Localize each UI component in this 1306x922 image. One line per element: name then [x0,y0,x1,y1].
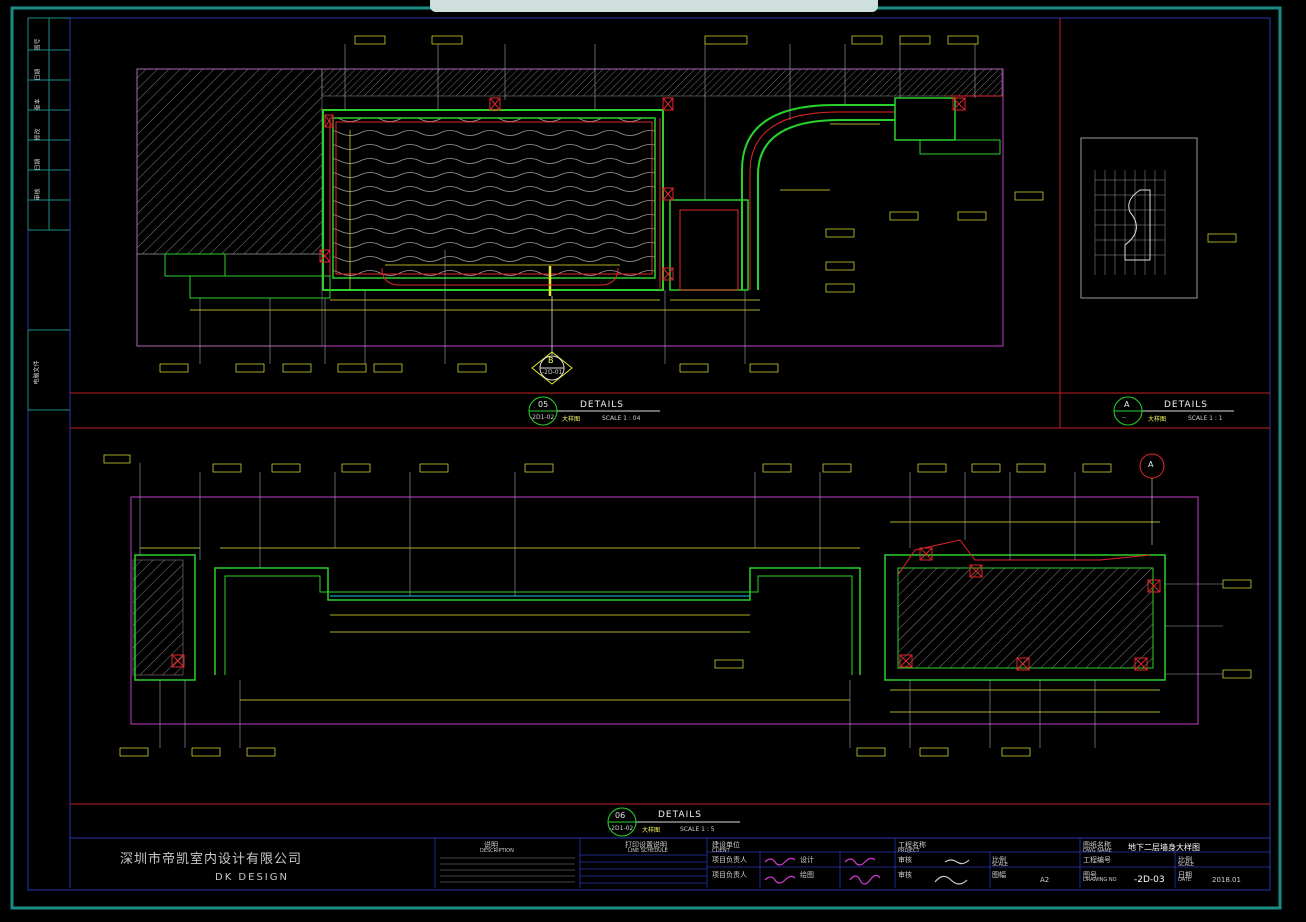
detail-a-number: A [1124,400,1130,409]
detail-a-sheet: -- [1122,414,1127,421]
scale-label-2: 比例 [1178,856,1192,864]
concrete-wall-hatch [136,68,323,255]
print-record-label-en: LINE SCHEDULE [628,848,668,854]
inner-frame [27,17,1271,891]
strip-label-6: 审核 [34,188,42,201]
notes-label: 说明 [484,841,498,849]
sheet-no-label: 图号 [1083,871,1097,879]
date-value: 2018.01 [1212,876,1241,884]
arched-opening [741,104,895,290]
detail-05-sheet: -2D1-02 [530,414,555,421]
drawing-name-label-en: DWG NAME [1083,848,1112,854]
scale-label-2-en: SCALE [1178,862,1195,868]
chief-label-2: 项目负责人 [712,871,747,879]
detail-a-scale: SCALE 1 : 1 [1188,415,1223,422]
section-marker-sheet: -2D-01 [542,369,563,376]
size-label: 图幅 [992,871,1006,879]
section-marker-letter: B [548,356,554,365]
date-label-en: DATE [1178,877,1192,883]
chief-label: 项目负责人 [712,856,747,864]
drawing-name-label: 图纸名称 [1083,841,1111,849]
project-label: 工程名称 [898,841,926,849]
detail-05-number: 05 [538,400,549,409]
sheet-no-label-en: DRAWING NO [1083,877,1117,883]
project-no-label: 工程编号 [1083,856,1111,864]
check-label-2: 审核 [898,871,912,879]
notes-label-en: DESCRIPTION [480,848,514,854]
strip-label-4: 修改 [34,128,42,141]
callout-a-letter: A [1148,460,1154,469]
company-name-en: DK DESIGN [215,872,289,883]
check-label: 审核 [898,856,912,864]
strip-label-file: 电脑文件 [33,360,41,385]
design-label: 设计 [800,856,814,864]
client-label: 建设单位 [712,841,740,849]
drawing-name: 地下二层墙身大样图 [1128,843,1200,852]
company-name-cn: 深圳市帝凯室内设计有限公司 [120,852,303,867]
detail-05-title: DETAILS [580,400,624,410]
detail-06-boundary [130,496,1199,725]
detail-06-name: 大样图 [642,827,661,834]
detail-05-name: 大样图 [562,416,581,423]
strip-label-2: 日期 [34,68,42,81]
draw-label: 绘图 [800,871,814,879]
scale-label-en: SCALE [992,862,1009,868]
detail-06-scale: SCALE 1 : 5 [680,826,715,833]
scale-label: 比例 [992,856,1006,864]
sheet-no: -2D-03 [1134,875,1165,885]
project-label-en: PROJECT [898,848,920,854]
detail-05-scale: SCALE 1 : 04 [602,415,641,422]
strip-label-5: 日期 [34,158,42,171]
detail-06-sheet: -2D1-02 [609,825,634,832]
strip-label-1: 图号 [34,38,42,51]
client-label-en: CLIENT [712,848,730,854]
strip-label-3: 版本 [34,98,42,111]
detail-06-number: 06 [615,811,626,820]
print-record-label: 打印设置说明 [625,841,667,849]
wood-panel [332,117,656,279]
detail-a-name: 大样图 [1148,416,1167,423]
top-banner [430,0,878,12]
date-label: 日期 [1178,871,1192,879]
detail-a-box [1080,137,1198,299]
section-marker-b [531,351,573,385]
detail-a-title: DETAILS [1164,400,1208,410]
size-value: A2 [1040,876,1050,884]
detail-06-title: DETAILS [658,810,702,820]
